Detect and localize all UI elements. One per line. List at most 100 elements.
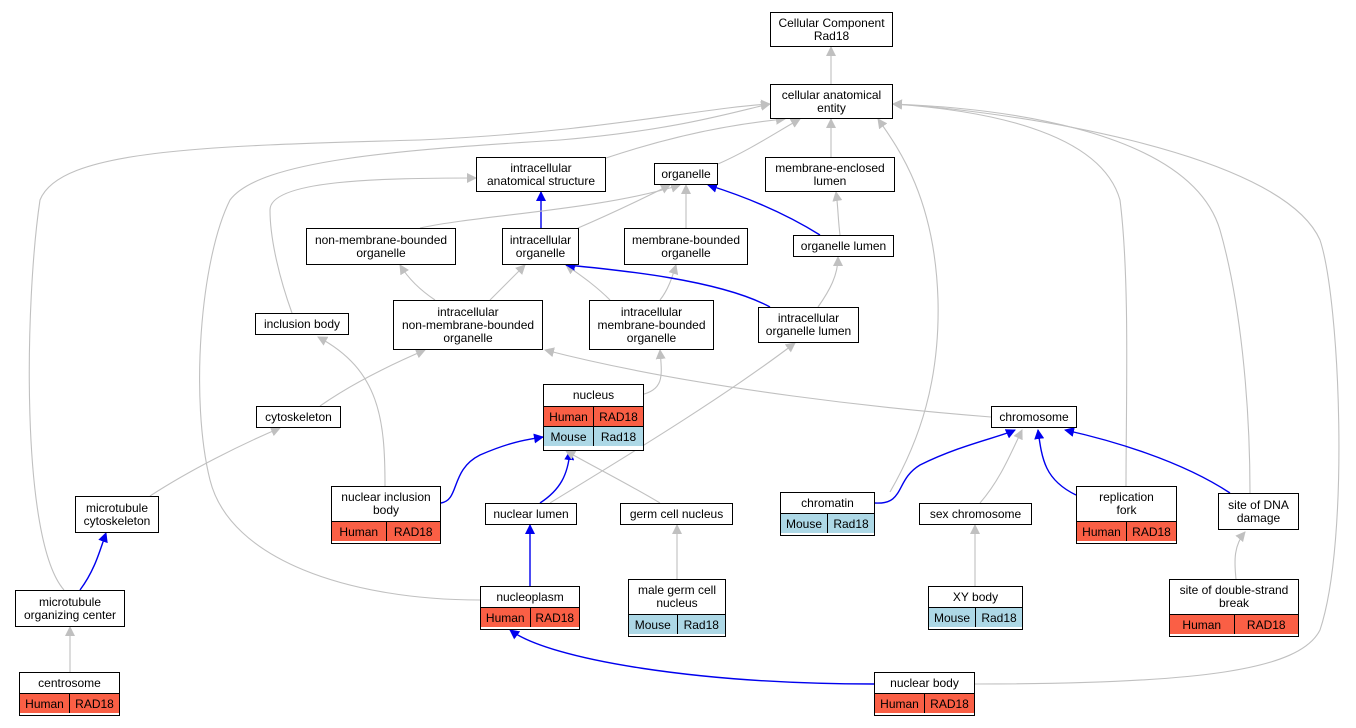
gene-cell: RAD18 [593, 407, 643, 426]
species-row: Human RAD18 [481, 607, 579, 627]
node-label: intracellular non-membrane-bounded organ… [401, 304, 535, 345]
edge-iol-to-io [565, 260, 771, 308]
species-row: Human RAD18 [1170, 614, 1298, 634]
node-ib: inclusion body [255, 313, 349, 335]
node-ol: organelle lumen [793, 235, 894, 257]
node-nl: nuclear lumen [485, 503, 577, 525]
edge-inmbo-to-nmbo [399, 264, 436, 301]
node-label: nucleoplasm [496, 589, 564, 604]
node-label: site of DNA damage [1228, 497, 1289, 525]
node-label: organelle [661, 166, 711, 181]
node-label: microtubule cytoskeleton [83, 500, 151, 528]
node-io: intracellular organelle [502, 228, 579, 265]
species-row: Human RAD18 [20, 693, 119, 713]
edge-mtoc-to-cae [28, 99, 771, 591]
node-nmbo: non-membrane-bounded organelle [306, 228, 456, 265]
node-label: centrosome [38, 675, 101, 690]
node-gcn: germ cell nucleus [620, 503, 733, 525]
edge-nl-to-nucleus [539, 450, 575, 504]
gene-cell: RAD18 [69, 694, 119, 713]
edge-inmbo-to-io [489, 264, 526, 301]
edge-nucleus-to-imbo [639, 349, 666, 396]
node-label: membrane-enclosed lumen [775, 160, 885, 188]
node-label: male germ cell nucleus [637, 583, 717, 610]
edge-sdd-to-cae [892, 99, 1251, 494]
node-label: organelle lumen [800, 238, 887, 253]
species-cell: Mouse [785, 516, 823, 531]
node-label: inclusion body [263, 316, 341, 331]
edge-iol-to-ol [817, 256, 843, 308]
node-label: XY body [952, 589, 999, 604]
edge-nib-to-nucleus [440, 433, 544, 504]
edge-np-to-cae [199, 100, 771, 601]
edge-nmbo-to-organelle [419, 182, 681, 229]
edge-sexchr-to-chromosome [979, 429, 1023, 504]
gene-cell: Rad18 [827, 514, 874, 533]
node-label: sex chromosome [929, 506, 1022, 521]
node-label: nuclear body [890, 675, 959, 690]
species-cell: Human [485, 610, 525, 625]
edge-chromatin-to-cae [877, 118, 939, 493]
node-label: non-membrane-bounded organelle [314, 232, 448, 260]
node-label: intracellular organelle lumen [765, 311, 852, 338]
gene-cell: RAD18 [1233, 615, 1299, 634]
node-mtoc: microtubule organizing center [15, 590, 125, 627]
node-ias: intracellular anatomical structure [476, 157, 606, 192]
edge-ol-to-mel [832, 191, 843, 236]
species-cell: Mouse [634, 617, 671, 632]
edge-mtoc-to-mtcs [79, 532, 108, 591]
node-organelle: organelle [654, 163, 718, 185]
species-cell: Mouse [550, 429, 587, 444]
node-label: site of double-strand break [1179, 583, 1289, 610]
node-label: nuclear lumen [493, 506, 569, 521]
gene-cell: RAD18 [1126, 522, 1176, 541]
edge-gcn-to-nucleus [565, 450, 661, 504]
node-label: intracellular organelle [509, 232, 572, 260]
edge-rf-to-cae [892, 99, 1128, 487]
node-label: membrane-bounded organelle [631, 232, 741, 260]
edge-nib-to-ib [317, 336, 386, 487]
node-label: cytoskeleton [265, 409, 332, 424]
edge-ias-to-cae [605, 114, 786, 159]
species-cell: Human [549, 409, 588, 424]
node-cytoskeleton: cytoskeleton [256, 406, 341, 428]
edge-sdd-to-chromosome [1064, 427, 1231, 494]
node-label: intracellular anatomical structure [486, 160, 596, 188]
species-row: Mouse Rad18 [781, 513, 874, 533]
edge-nb-to-cae [892, 99, 1340, 685]
species-cell: Human [25, 696, 64, 711]
gene-cell: Rad18 [676, 615, 726, 634]
species-cell: Human [1182, 617, 1222, 632]
node-mtcs: microtubule cytoskeleton [75, 496, 159, 533]
edge-organelle-to-cae [717, 118, 801, 165]
node-label: germ cell nucleus [629, 506, 724, 521]
gene-cell: Rad18 [593, 427, 643, 446]
node-mel: membrane-enclosed lumen [765, 157, 895, 192]
edge-rf-to-chromosome [1034, 429, 1077, 496]
node-sexchr: sex chromosome [919, 503, 1032, 525]
species-cell: Human [880, 696, 919, 711]
node-label: replication fork [1099, 490, 1154, 517]
node-iol: intracellular organelle lumen [758, 307, 859, 343]
node-label: cellular anatomical entity [781, 87, 882, 115]
species-row: Human RAD18 [544, 406, 643, 426]
gene-cell: Rad18 [975, 608, 1022, 627]
node-imbo: intracellular membrane-bounded organelle [589, 300, 714, 350]
node-cc-rad18: Cellular Component Rad18 [770, 12, 893, 47]
gene-cell: RAD18 [529, 608, 580, 627]
node-mbo: membrane-bounded organelle [624, 228, 748, 265]
edge-cytoskeleton-to-inmbo [319, 348, 426, 407]
node-chromosome: chromosome [991, 406, 1077, 428]
node-label: nuclear inclusion body [341, 490, 431, 517]
node-label: nucleus [572, 388, 615, 402]
edge-imbo-to-mbo [659, 264, 679, 301]
gene-cell: RAD18 [924, 694, 974, 713]
